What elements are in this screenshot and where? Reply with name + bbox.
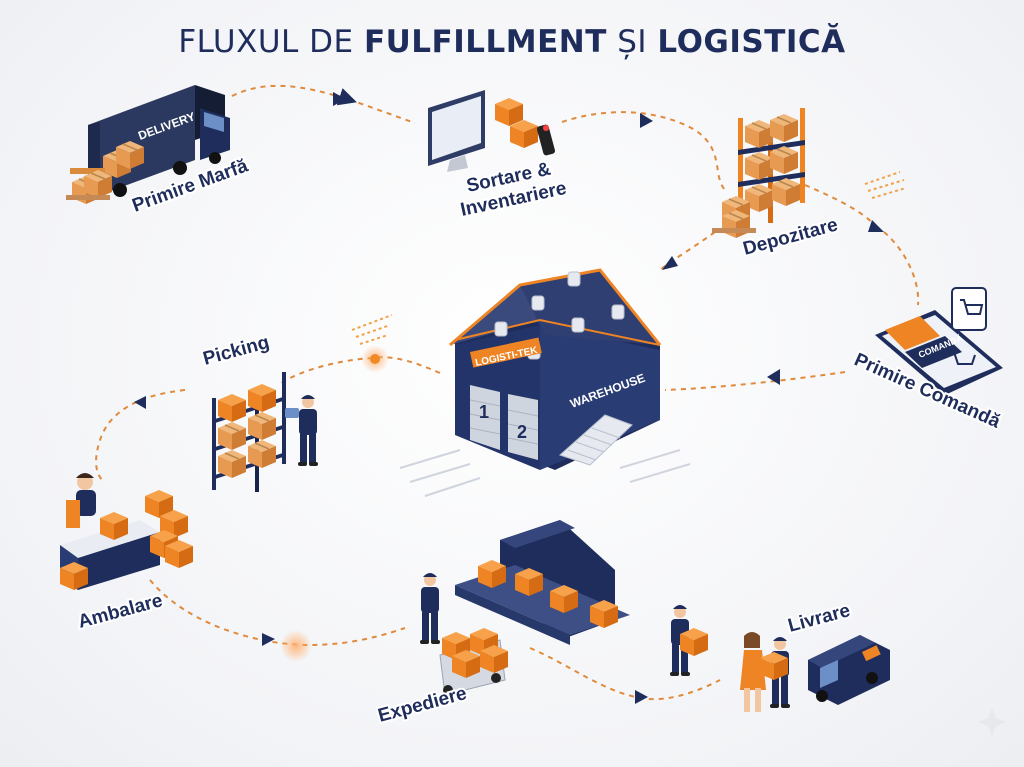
storage-rack-icon	[712, 108, 805, 239]
step-label-picking: Picking	[201, 332, 272, 370]
dock-number-2: 2	[517, 422, 527, 442]
title-part-1: FLUXUL DE	[178, 24, 364, 60]
smartphone-order-icon: COMANDĂ	[875, 287, 1003, 395]
dock-number-1: 1	[479, 402, 489, 422]
picking-shelf-icon	[212, 372, 286, 492]
speed-lines	[399, 449, 691, 497]
sparkle-icon	[978, 708, 1006, 736]
computer-monitor-icon	[428, 90, 485, 172]
picking-worker	[298, 395, 318, 466]
step-label-storage: Depozitare	[741, 214, 840, 259]
packing-station-icon	[60, 473, 193, 590]
step-label-shipping: Expediere	[376, 683, 469, 727]
page-title: FLUXUL DE FULFILLMENT ȘI LOGISTICĂ	[0, 24, 1024, 60]
barcode-scanner-icon	[495, 98, 556, 156]
step-label-packing: Ambalare	[76, 590, 165, 633]
hand-truck-icon	[420, 573, 508, 696]
title-part-2: FULFILLMENT	[363, 24, 607, 60]
delivery-van-icon	[808, 635, 890, 705]
title-part-4: LOGISTICĂ	[657, 24, 846, 60]
data-streaks	[351, 171, 907, 345]
flow-arrows	[134, 92, 884, 704]
glow-dot-core	[370, 354, 380, 364]
step-label-delivery: Livrare	[786, 600, 853, 637]
conveyor-belt-icon	[455, 520, 630, 645]
title-part-3: ȘI	[606, 24, 658, 60]
glow-dot-packing	[280, 630, 312, 662]
warehouse-building: 1 2 LOGISTI-TEK WAREHOUSE	[449, 268, 662, 470]
customer-handoff-icon	[740, 632, 790, 712]
tablet-icon	[285, 408, 299, 418]
delivery-truck-icon: DELIVERY	[66, 85, 230, 205]
